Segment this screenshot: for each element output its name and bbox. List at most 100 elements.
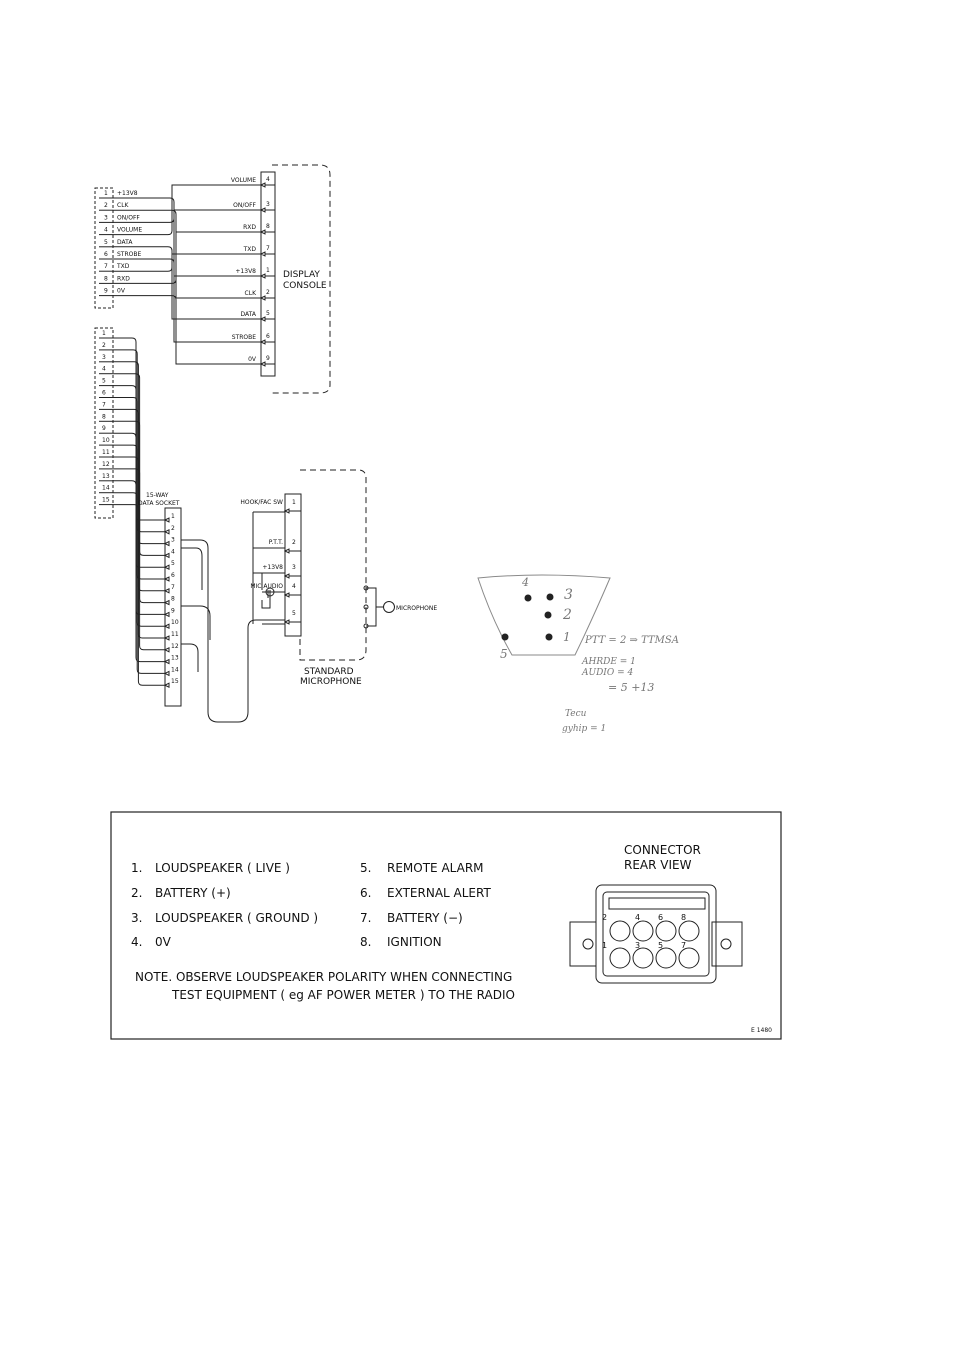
data-socket-wire xyxy=(113,444,165,627)
legend-item-num: 8. xyxy=(360,935,371,949)
data-socket-pin-contact xyxy=(163,599,170,606)
mic-pin-contact xyxy=(283,619,301,625)
data-socket-wire xyxy=(113,432,165,615)
data-socket-pin-contact xyxy=(163,587,170,594)
microphone-label: MICROPHONE xyxy=(396,605,437,612)
legend-item-label: BATTERY (−) xyxy=(387,911,463,925)
sketch-pin-3 xyxy=(546,593,554,601)
sketch-note-2: AHRDE = 1 xyxy=(581,657,636,667)
data-socket-pin-num: 7 xyxy=(171,584,175,591)
legend-item-num: 2. xyxy=(131,886,142,900)
data-socket-wire xyxy=(113,504,165,686)
data-socket-wire xyxy=(113,492,165,674)
data-socket-pin-num: 15 xyxy=(171,678,179,685)
legend-item-num: 4. xyxy=(131,935,142,949)
mic-title-line1: STANDARD xyxy=(304,667,354,677)
data-socket-pin-contact xyxy=(163,528,170,535)
mic-pin-label: P.T.T. xyxy=(269,539,283,546)
mic-pin-num: 2 xyxy=(292,539,296,546)
mic-wire-audio-route xyxy=(181,605,211,640)
data-socket-pin-contact xyxy=(163,670,170,677)
data-socket-pin-num: 13 xyxy=(171,655,179,662)
legend-item-label: LOUDSPEAKER ( GROUND ) xyxy=(155,911,318,925)
mic-pin-label: HOOK/FAC SW xyxy=(240,499,283,506)
connector-15way-pin-num: 14 xyxy=(102,485,110,492)
data-socket-wire xyxy=(113,420,165,604)
connector-title-line1: CONNECTOR xyxy=(624,843,701,857)
mounting-hole-left xyxy=(582,938,594,950)
connector-key-slot xyxy=(608,897,706,910)
connector-9way-pin-num: 2 xyxy=(104,202,108,209)
connector-pin-bottom xyxy=(678,947,700,969)
sketch-pin-2 xyxy=(544,611,552,619)
sketch-num-3: 3 xyxy=(564,587,573,603)
console-pin-contact xyxy=(259,361,275,367)
connector-pin-label-top: 8 xyxy=(681,913,686,922)
data-socket-pin-contact xyxy=(163,564,170,571)
mic-pin-num: 1 xyxy=(292,499,296,506)
mic-wire-hook-route xyxy=(181,643,199,672)
connector-9way-pin-num: 3 xyxy=(104,214,108,221)
console-pin-label: ON/OFF xyxy=(233,202,256,209)
data-socket-wires xyxy=(113,337,165,686)
connector-inner xyxy=(602,891,710,977)
connector-15way-pin-num: 5 xyxy=(102,378,106,385)
data-socket-pin-contact xyxy=(163,623,170,630)
connector-pin-label-top: 6 xyxy=(658,913,663,922)
connector-9way-pin-num: 5 xyxy=(104,239,108,246)
console-wire xyxy=(113,295,261,365)
console-pin-label: 0V xyxy=(248,356,257,363)
connector-15way-pin-num: 6 xyxy=(102,390,106,397)
data-socket-title-line1: 15-WAY xyxy=(146,492,169,499)
legend-item-num: 1. xyxy=(131,861,142,875)
connector-15way-pin-num: 7 xyxy=(102,401,106,408)
legend-item-label: 0V xyxy=(155,935,172,949)
console-pin-label: STROBE xyxy=(232,334,256,341)
sketch-note-5: Tecu xyxy=(565,709,587,719)
mic-pin-label: MIC AUDIO xyxy=(250,583,283,590)
console-pin-contact xyxy=(259,207,275,213)
console-pin-num: 5 xyxy=(266,310,270,317)
microphone-icon xyxy=(383,601,395,613)
legend-item-label: BATTERY (+) xyxy=(155,886,231,900)
connector-9way-outline xyxy=(94,187,114,309)
console-pin-num: 7 xyxy=(266,245,270,252)
connector-15way-pin-num: 8 xyxy=(102,413,106,420)
handwritten-sketch: 4 3 2 1 5 PTT = 2 ⇒ TTMSA AHRDE = 1 AUDI… xyxy=(477,574,679,734)
sketch-connector-outline xyxy=(477,574,611,656)
connector-9way-pin-num: 7 xyxy=(104,263,108,270)
data-socket-pin-contact xyxy=(163,635,170,641)
console-title-line2: CONSOLE xyxy=(283,281,327,291)
data-socket-pin-num: 4 xyxy=(171,548,175,555)
mic-pin-num: 4 xyxy=(292,583,296,590)
connector-pin-bottom xyxy=(632,947,654,969)
console-pin-num: 6 xyxy=(266,333,270,340)
mic-title-line2: MICROPHONE xyxy=(300,677,362,687)
mic-node-c xyxy=(363,623,369,629)
data-socket-wire xyxy=(113,397,165,580)
data-socket-pin-num: 8 xyxy=(171,596,175,603)
connector-pin-label-top: 2 xyxy=(602,913,607,922)
legend-item-num: 7. xyxy=(360,911,371,925)
sketch-note-1: PTT = 2 ⇒ TTMSA xyxy=(584,635,679,646)
mic-pin-num: 3 xyxy=(292,564,296,571)
mic-wires xyxy=(181,511,285,723)
connector-15way-pin-num: 13 xyxy=(102,473,110,480)
connector-pin-top xyxy=(655,920,677,942)
console-pin-label: VOLUME xyxy=(231,177,256,184)
connector-15way-pin-num: 1 xyxy=(102,330,106,337)
standard-microphone: STANDARD MICROPHONE MICROPHONE HOOK/FAC … xyxy=(240,469,437,687)
figure-code: E 1480 xyxy=(751,1027,772,1034)
connector-pin-label-bottom: 1 xyxy=(602,941,607,950)
connector-title-line2: REAR VIEW xyxy=(624,858,692,872)
console-pin-num: 1 xyxy=(266,267,270,274)
connector-15way-outline xyxy=(94,327,114,519)
data-socket-pin-contact xyxy=(163,611,170,618)
connector-pin-label-top: 4 xyxy=(635,913,640,922)
data-socket-pin-num: 10 xyxy=(171,619,179,626)
mic-wire-0v xyxy=(181,539,285,723)
console-wire xyxy=(113,258,261,343)
